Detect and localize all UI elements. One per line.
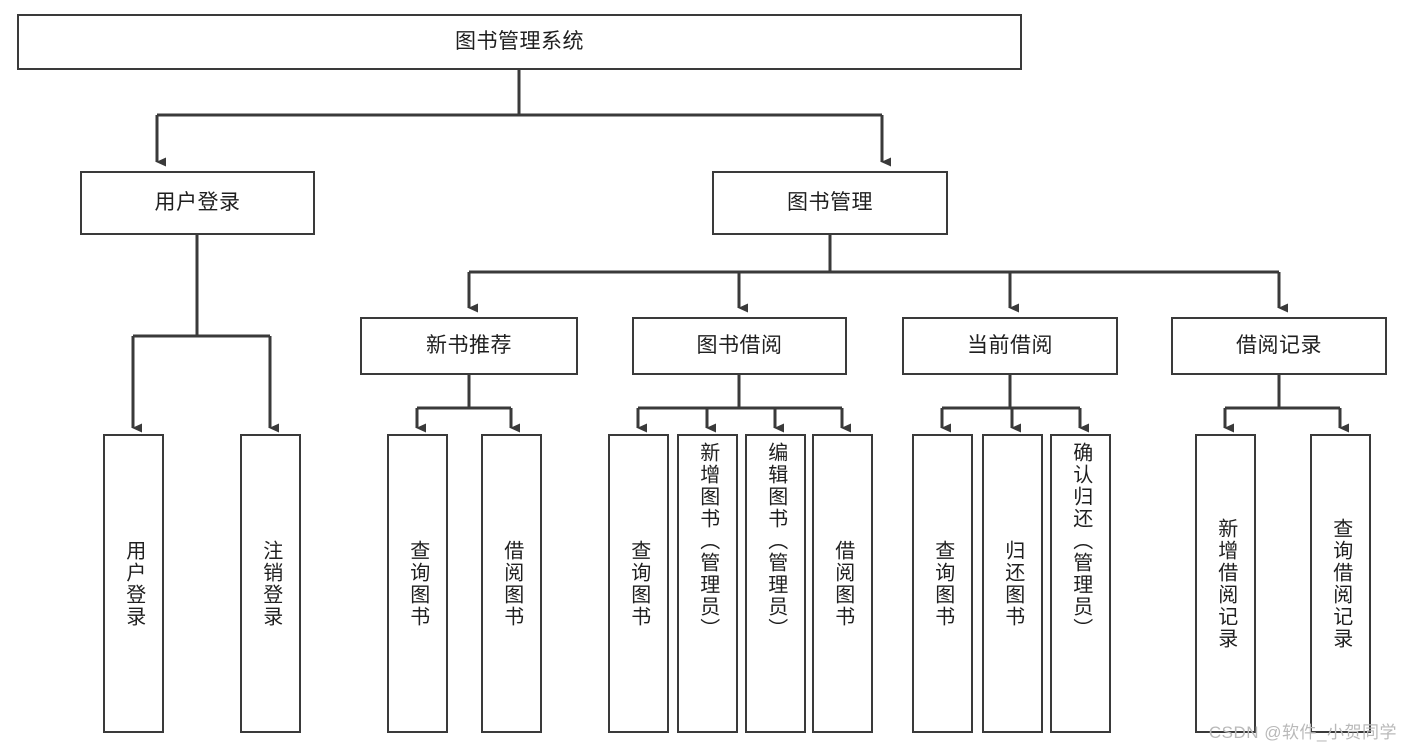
leaf-label: 借阅图书: [831, 539, 854, 628]
node-root-book-management-system[interactable]: 图书管理系统: [17, 14, 1022, 70]
leaf-user-login-logout[interactable]: 注销登录: [240, 434, 301, 733]
node-current-borrow-label: 当前借阅: [967, 333, 1053, 357]
leaf-book-borrow-add-book-admin[interactable]: 新增图书（管理员）: [677, 434, 738, 733]
node-book-management-label: 图书管理: [787, 190, 873, 214]
leaf-new-book-borrow-book[interactable]: 借阅图书: [481, 434, 542, 733]
leaf-label: 归还图书: [1001, 539, 1024, 628]
leaf-user-login-login[interactable]: 用户登录: [103, 434, 164, 733]
leaf-book-borrow-edit-book-admin[interactable]: 编辑图书（管理员）: [745, 434, 806, 733]
node-borrow-records[interactable]: 借阅记录: [1171, 317, 1387, 375]
node-new-book-recommend[interactable]: 新书推荐: [360, 317, 578, 375]
leaf-new-book-query-book[interactable]: 查询图书: [387, 434, 448, 733]
leaf-label: 新增图书（管理员）: [696, 442, 719, 640]
node-book-borrow[interactable]: 图书借阅: [632, 317, 847, 375]
leaf-current-borrow-query-book[interactable]: 查询图书: [912, 434, 973, 733]
node-current-borrow[interactable]: 当前借阅: [902, 317, 1118, 375]
leaf-label: 确认归还（管理员）: [1069, 442, 1092, 640]
leaf-current-borrow-return-book[interactable]: 归还图书: [982, 434, 1043, 733]
leaf-label: 查询图书: [931, 539, 954, 628]
node-book-management[interactable]: 图书管理: [712, 171, 948, 235]
leaf-book-borrow-borrow-book[interactable]: 借阅图书: [812, 434, 873, 733]
csdn-watermark: CSDN @软件_小贺同学: [1208, 723, 1397, 742]
leaf-borrow-records-add-record[interactable]: 新增借阅记录: [1195, 434, 1256, 733]
leaf-label: 借阅图书: [500, 539, 523, 628]
node-borrow-records-label: 借阅记录: [1236, 333, 1322, 357]
leaf-label: 查询借阅记录: [1329, 517, 1352, 650]
leaf-label: 用户登录: [122, 539, 145, 628]
node-new-book-recommend-label: 新书推荐: [426, 333, 512, 357]
node-user-login-label: 用户登录: [154, 190, 241, 214]
leaf-borrow-records-query-record[interactable]: 查询借阅记录: [1310, 434, 1371, 733]
node-book-borrow-label: 图书借阅: [696, 333, 783, 357]
leaf-label: 新增借阅记录: [1214, 517, 1237, 650]
leaf-label: 编辑图书（管理员）: [764, 442, 787, 640]
leaf-label: 注销登录: [259, 539, 282, 628]
node-user-login[interactable]: 用户登录: [80, 171, 315, 235]
leaf-label: 查询图书: [406, 539, 429, 628]
node-root-label: 图书管理系统: [455, 29, 584, 53]
leaf-current-borrow-confirm-return-admin[interactable]: 确认归还（管理员）: [1050, 434, 1111, 733]
leaf-book-borrow-query-book[interactable]: 查询图书: [608, 434, 669, 733]
leaf-label: 查询图书: [627, 539, 650, 628]
